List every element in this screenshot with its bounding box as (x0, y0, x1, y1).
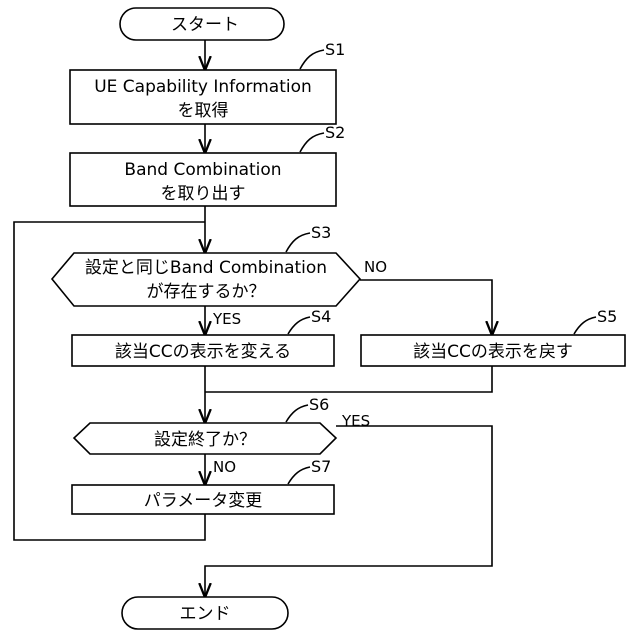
decision-s3: 設定と同じBand Combination が存在するか？ S3 (52, 223, 360, 306)
s3-line1: 設定と同じBand Combination (85, 258, 327, 278)
s3-line2: が存在するか？ (147, 282, 266, 302)
s6-yes-label: YES (341, 412, 370, 430)
end-node: エンド (122, 597, 288, 629)
s3-yes-label: YES (212, 310, 241, 328)
s7-step-label: S7 (311, 457, 331, 476)
s2-line1: Band Combination (124, 160, 281, 180)
process-s2: Band Combination を取り出す S2 (70, 123, 345, 206)
process-s7: パラメータ変更 S7 (72, 457, 334, 514)
s7-leader (288, 467, 310, 484)
s1-leader (300, 50, 324, 69)
start-label: スタート (171, 15, 239, 35)
s7-label: パラメータ変更 (144, 491, 263, 511)
s6-label: 設定終了か？ (154, 430, 256, 450)
s1-line1: UE Capability Information (94, 77, 312, 97)
s4-label: 該当CCの表示を変える (115, 342, 291, 362)
s1-step-label: S1 (325, 40, 345, 59)
process-s1: UE Capability Information を取得 S1 (70, 40, 345, 124)
s3-no-label: NO (364, 258, 387, 276)
line-s5-merge (205, 366, 492, 392)
s6-step-label: S6 (309, 395, 329, 414)
s3-leader (286, 233, 310, 252)
s3-step-label: S3 (311, 223, 331, 242)
s5-leader (574, 317, 596, 334)
process-s4: 該当CCの表示を変える S4 (72, 307, 334, 366)
process-s5: 該当CCの表示を戻す S5 (361, 307, 625, 366)
s4-step-label: S4 (311, 307, 331, 326)
s2-line2: を取り出す (161, 184, 246, 204)
s6-leader (286, 405, 308, 422)
s5-label: 該当CCの表示を戻す (413, 342, 573, 362)
s6-no-label: NO (213, 458, 236, 476)
end-label: エンド (180, 604, 231, 624)
s1-line2: を取得 (178, 101, 229, 121)
start-node: スタート (120, 8, 284, 40)
s5-step-label: S5 (597, 307, 617, 326)
s2-step-label: S2 (325, 123, 345, 142)
arrow-s3-s5 (360, 280, 492, 334)
s4-leader (288, 317, 310, 334)
s2-leader (300, 133, 324, 152)
